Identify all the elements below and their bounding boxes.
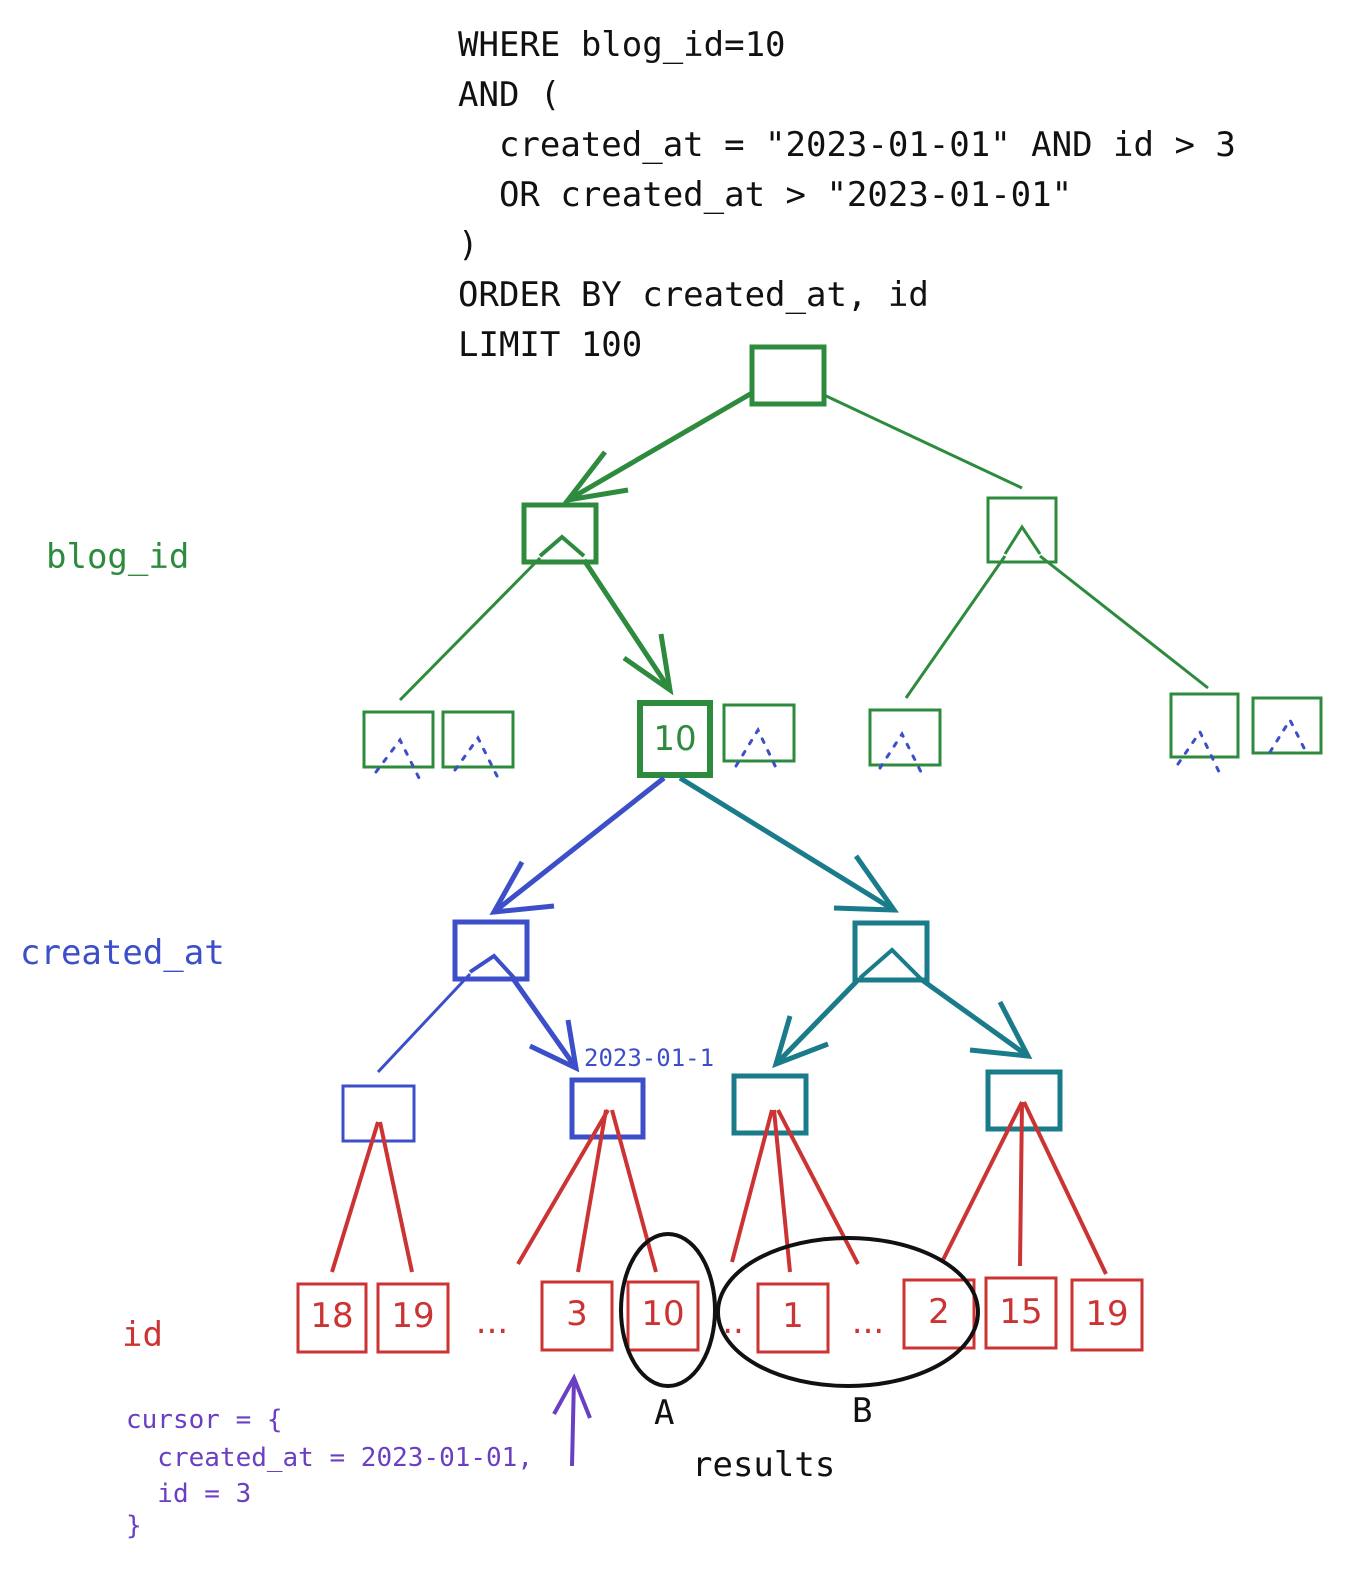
blog-leaf-2 xyxy=(441,710,515,769)
id-value-15: 15 xyxy=(999,1292,1042,1332)
sql-line-7: LIMIT 100 xyxy=(458,325,642,365)
cursor-line-2: created_at = 2023-01-01, xyxy=(126,1443,533,1473)
id-edges xyxy=(330,1101,1108,1275)
id-value-2: 2 xyxy=(928,1292,950,1332)
result-groups xyxy=(619,1232,980,1388)
sql-line-6: ORDER BY created_at, id xyxy=(458,275,929,315)
id-leaf-18 xyxy=(296,1282,368,1354)
edge-created-right-b xyxy=(920,977,1030,1059)
level-label-blog-id: blog_id xyxy=(46,537,189,577)
created-left-fork xyxy=(468,953,518,982)
arrowhead-created-right-b xyxy=(969,1000,1033,1059)
created-leaf-4 xyxy=(985,1069,1063,1132)
sql-line-2: AND ( xyxy=(458,75,560,115)
edge-left-a xyxy=(398,556,542,702)
id-leaf-3 xyxy=(540,1280,614,1352)
created-right-node xyxy=(852,920,930,983)
root-node xyxy=(749,344,827,407)
arrowhead-left-10 xyxy=(622,633,674,696)
edge-10-left xyxy=(492,776,666,914)
results-label: results xyxy=(692,1445,835,1485)
id-ellipsis-1: ... xyxy=(476,1302,508,1342)
arrowhead-root-left xyxy=(562,450,629,504)
created-left-node xyxy=(452,919,530,982)
edge-root-right xyxy=(823,393,1023,490)
blog-leaf-7 xyxy=(1251,696,1323,755)
edge-created-right-a xyxy=(774,978,860,1066)
id-value-3: 3 xyxy=(566,1294,588,1334)
created-at-left xyxy=(341,776,666,1143)
blog-left-node xyxy=(521,502,599,565)
edge-right-a xyxy=(904,555,1007,699)
created-at-right xyxy=(678,775,1063,1136)
id-leaf-19 xyxy=(376,1282,450,1354)
cursor-line-4: } xyxy=(126,1511,142,1541)
edge-created-left-a xyxy=(376,972,472,1074)
id-leaf-2 xyxy=(902,1278,976,1350)
id-value-10: 10 xyxy=(641,1294,684,1334)
blog-left-fork xyxy=(538,534,586,558)
blog-right-fork xyxy=(1003,524,1042,555)
edge-10-right xyxy=(678,775,896,913)
arrowhead-10-left xyxy=(489,860,555,915)
id-value-1: 1 xyxy=(782,1296,804,1336)
id-ellipsis-2: .. xyxy=(722,1302,744,1342)
blog-id-tree xyxy=(362,344,1323,778)
sql-query: WHERE blog_id=10 AND ( created_at = "202… xyxy=(458,25,1236,365)
edge-root-left xyxy=(566,390,754,503)
created-leaf-date xyxy=(569,1077,646,1140)
blog-leaf-1 xyxy=(362,710,435,769)
blog-leaf-10 xyxy=(637,700,713,778)
id-leaf-19b xyxy=(1070,1278,1144,1352)
created-right-fork xyxy=(858,947,924,982)
cursor-arrow xyxy=(552,1373,592,1467)
sql-line-4: OR created_at > "2023-01-01" xyxy=(458,175,1072,215)
id-values: 18 19 ... 3 10 .. 1 ... 2 15 19 xyxy=(310,1292,1128,1342)
id-leaves xyxy=(296,1276,1144,1354)
arrowhead-10-right xyxy=(833,854,899,913)
sql-line-3: created_at = "2023-01-01" AND id > 3 xyxy=(458,125,1236,165)
level-label-created-at: created_at xyxy=(20,933,225,973)
edge-left-10 xyxy=(581,558,673,692)
blog-leaf-4 xyxy=(722,703,796,763)
date-node-label: 2023-01-1 xyxy=(584,1044,714,1072)
id-ellipsis-3: ... xyxy=(852,1302,884,1342)
sql-line-1: WHERE blog_id=10 xyxy=(458,25,786,65)
group-a-label: A xyxy=(654,1393,674,1433)
created-leaf-1 xyxy=(341,1084,416,1143)
arrowhead-created-left-b xyxy=(528,1019,580,1073)
id-value-19: 19 xyxy=(391,1296,434,1336)
group-a-ellipse xyxy=(619,1232,717,1388)
sql-line-5: ) xyxy=(458,225,478,265)
id-leaf-10 xyxy=(626,1280,700,1352)
id-value-19b: 19 xyxy=(1085,1294,1128,1334)
edge-created-left-b xyxy=(511,978,579,1070)
cursor-line-3: id = 3 xyxy=(126,1479,251,1509)
cursor-block: cursor = { created_at = 2023-01-01, id =… xyxy=(126,1405,533,1541)
id-value-18: 18 xyxy=(310,1296,353,1336)
group-b-label: B xyxy=(852,1391,872,1431)
blog-leaf-5 xyxy=(868,708,942,767)
blog-right-node xyxy=(986,496,1058,564)
cursor-line-1: cursor = { xyxy=(126,1405,283,1435)
id-leaf-1 xyxy=(756,1282,830,1354)
id-leaf-15 xyxy=(984,1276,1058,1350)
blog-node-value: 10 xyxy=(653,719,696,759)
arrowhead-created-right-a xyxy=(772,1015,829,1069)
created-leaf-3 xyxy=(731,1073,809,1136)
subtree-hints xyxy=(374,716,1308,782)
edge-right-b xyxy=(1039,554,1209,690)
group-b-ellipse xyxy=(716,1236,980,1388)
level-label-id: id xyxy=(122,1315,163,1355)
blog-leaf-6 xyxy=(1169,692,1240,759)
